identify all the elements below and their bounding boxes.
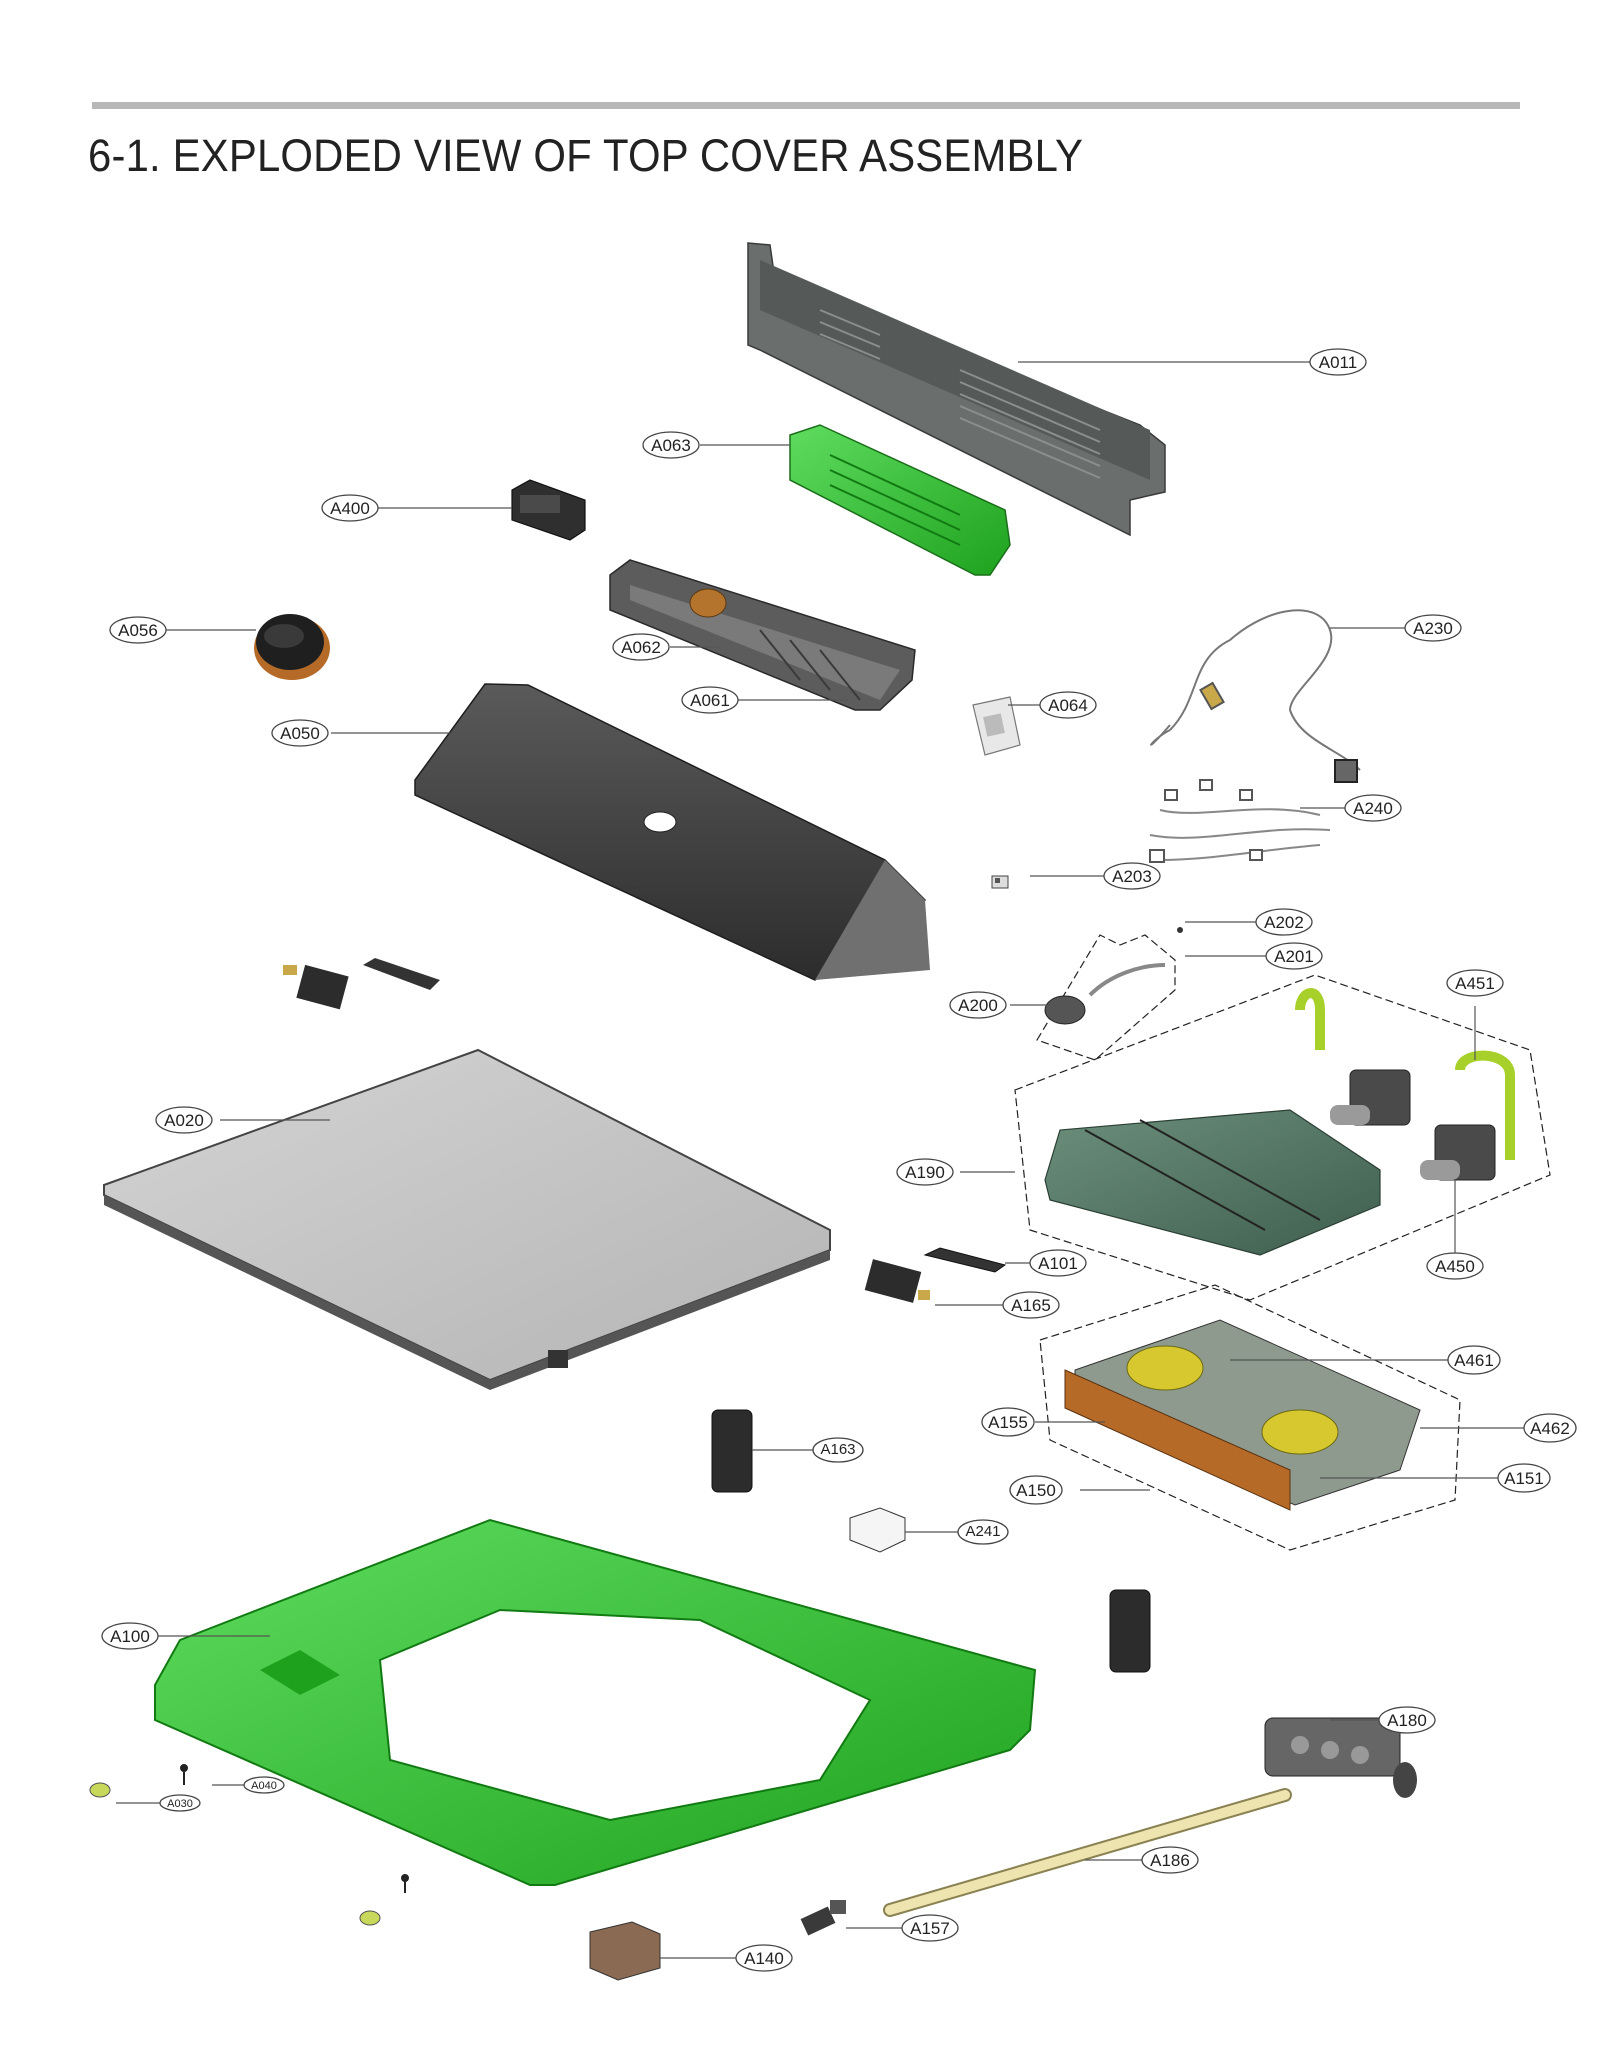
label-a450: A450 (1426, 1252, 1484, 1280)
label-a157: A157 (901, 1914, 959, 1942)
label-a163: A163 (812, 1437, 864, 1463)
part-a063-pcb-cover (789, 424, 1011, 576)
part-a157-nozzle (800, 1900, 846, 1936)
label-a240: A240 (1344, 794, 1402, 822)
label-a030-text: A030 (167, 1798, 193, 1810)
part-a150-drawer-group (1039, 1284, 1461, 1551)
part-a203-clip (991, 875, 1009, 889)
label-a151-text: A151 (1504, 1469, 1544, 1488)
part-a011-rear-panel (747, 242, 1166, 537)
label-a462: A462 (1523, 1413, 1577, 1443)
label-a151: A151 (1497, 1463, 1551, 1493)
part-a062-control-frame (609, 559, 916, 711)
label-a190-text: A190 (905, 1163, 945, 1182)
label-a155: A155 (981, 1407, 1035, 1437)
label-a020: A020 (155, 1106, 213, 1134)
part-a241-connector (849, 1507, 906, 1553)
label-a056: A056 (109, 616, 167, 644)
label-a241-text: A241 (965, 1523, 1000, 1540)
label-a461: A461 (1447, 1345, 1501, 1375)
part-a020-lid (103, 1048, 831, 1390)
label-a241: A241 (957, 1519, 1009, 1545)
label-a063: A063 (642, 431, 700, 459)
part-a200-pressure-switch-group (1036, 927, 1183, 1061)
label-a202: A202 (1255, 908, 1313, 936)
label-a157-text: A157 (910, 1919, 950, 1938)
part-a030-foot (89, 1782, 381, 1926)
label-a165: A165 (1002, 1291, 1060, 1319)
label-a020-text: A020 (164, 1111, 204, 1130)
label-a190: A190 (896, 1158, 954, 1186)
label-a064-text: A064 (1048, 696, 1088, 715)
label-a230-text: A230 (1413, 619, 1453, 638)
label-a203-text: A203 (1112, 867, 1152, 886)
part-a064-label-card (972, 696, 1021, 756)
label-a050-text: A050 (280, 724, 320, 743)
part-a056-knob (254, 614, 330, 680)
label-a011-text: A011 (1319, 353, 1357, 372)
label-a203: A203 (1103, 862, 1161, 890)
label-a200-text: A200 (958, 996, 998, 1015)
part-a180-inlet-valve (1264, 1717, 1417, 1798)
leader-lines (116, 361, 1524, 1959)
label-a050: A050 (271, 719, 329, 747)
label-a450-text: A450 (1435, 1257, 1475, 1276)
label-a201-text: A201 (1274, 947, 1314, 966)
label-a100: A100 (101, 1622, 159, 1650)
label-a062: A062 (612, 633, 670, 661)
label-a101-text: A101 (1038, 1254, 1078, 1273)
label-a061-text: A061 (690, 691, 730, 710)
part-a240-wire-harness (1149, 779, 1331, 863)
label-a400: A400 (321, 494, 379, 522)
part-a230-power-cord (1150, 609, 1361, 783)
label-a186: A186 (1141, 1846, 1199, 1874)
label-a240-text: A240 (1353, 799, 1393, 818)
label-a030: A030 (159, 1794, 201, 1812)
label-a150-text: A150 (1016, 1481, 1056, 1500)
label-a150: A150 (1009, 1475, 1063, 1505)
label-a180: A180 (1378, 1706, 1436, 1734)
label-a451: A451 (1446, 969, 1504, 997)
part-a100-top-frame (154, 1518, 1037, 1886)
label-a064: A064 (1039, 691, 1097, 719)
label-a230: A230 (1404, 614, 1462, 642)
label-a202-text: A202 (1264, 913, 1304, 932)
label-a140: A140 (735, 1944, 793, 1972)
label-a040: A040 (243, 1776, 285, 1794)
part-a040-screw (180, 1764, 409, 1893)
label-a101: A101 (1029, 1249, 1087, 1277)
label-a061: A061 (681, 686, 739, 714)
label-a186-text: A186 (1150, 1851, 1190, 1870)
page-title: 6-1. EXPLODED VIEW OF TOP COVER ASSEMBLY (88, 130, 1084, 181)
label-a011: A011 (1309, 348, 1367, 376)
part-latch-right (1109, 1589, 1151, 1673)
part-a050-control-panel (414, 683, 930, 981)
label-a462-text: A462 (1530, 1419, 1570, 1438)
label-a400-text: A400 (330, 499, 370, 518)
label-a056-text: A056 (118, 621, 158, 640)
label-a180-text: A180 (1387, 1711, 1427, 1730)
label-a165-text: A165 (1011, 1296, 1051, 1315)
label-a200: A200 (949, 991, 1007, 1019)
part-a400-module (511, 479, 586, 541)
label-a461-text: A461 (1454, 1351, 1494, 1370)
part-a186-hose (883, 1788, 1292, 1917)
label-a100-text: A100 (110, 1627, 150, 1646)
part-a140-switch (589, 1921, 661, 1981)
label-a063-text: A063 (651, 436, 691, 455)
part-a163-latch (711, 1409, 753, 1493)
label-a062-text: A062 (621, 638, 661, 657)
part-a190-dispenser-group (1014, 974, 1551, 1301)
label-a155-text: A155 (988, 1413, 1028, 1432)
part-a165-latch (864, 1259, 930, 1303)
label-a201: A201 (1265, 942, 1323, 970)
part-a101-cover (923, 1247, 1007, 1273)
header-rule (92, 102, 1520, 109)
label-a040-text: A040 (251, 1780, 277, 1792)
part-lid-hinge-left (283, 958, 440, 1010)
label-a163-text: A163 (820, 1441, 855, 1458)
label-a140-text: A140 (744, 1949, 784, 1968)
label-a451-text: A451 (1455, 974, 1495, 993)
